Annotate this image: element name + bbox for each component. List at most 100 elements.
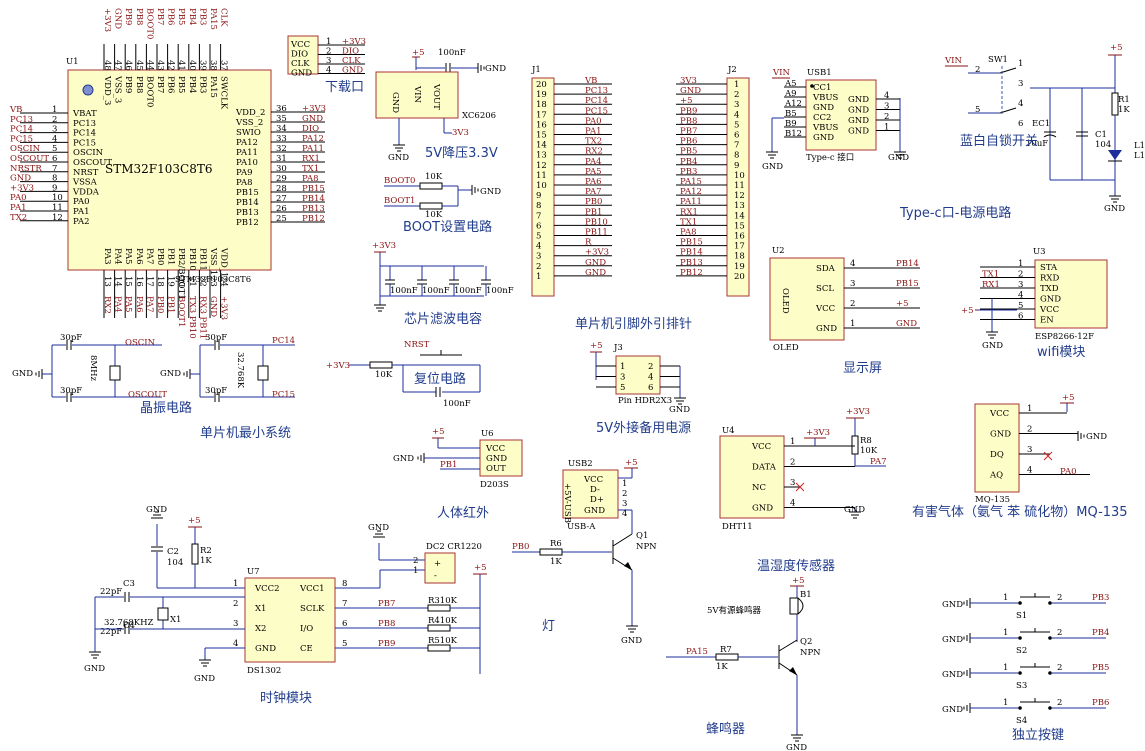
u1-bottom-pin-num: 14 — [113, 276, 123, 287]
u1-top-pin-net: PB4 — [187, 8, 197, 25]
ldo-out-net: 3V3 — [452, 128, 469, 138]
wifi-pin-name: RXD — [1040, 274, 1059, 284]
reset-net: NRST — [404, 340, 430, 350]
power-r1-value: 1K — [1118, 105, 1130, 115]
dht-net: PA7 — [870, 457, 887, 467]
j1-pin-num: 19 — [536, 90, 547, 100]
rtc-left-num: 2 — [233, 599, 238, 609]
j3-pin-left: 1 — [620, 362, 625, 372]
u1-top-pin-name: PB5 — [176, 76, 186, 93]
usb2-pin-vcc: VCC — [583, 475, 603, 485]
oled-pin-net: PB14 — [896, 259, 919, 269]
boot1-net: BOOT1 — [384, 196, 415, 206]
ldo-regulator: +5 GND 100nF VIN VOUT GND XC6206 GND 3V3… — [375, 48, 506, 163]
buzzer-r-ref: R7 — [720, 645, 732, 655]
pir-pin-out: OUT — [486, 464, 506, 474]
j1-pin-net: GND — [585, 268, 606, 278]
u1-right-pin-num: 32 — [276, 144, 287, 154]
u1-left-pin-num: 7 — [52, 164, 57, 174]
j1-pin-num: 1 — [536, 272, 541, 282]
rtc-r2-value: 1K — [200, 556, 212, 566]
j1-pin-net: PB10 — [585, 217, 608, 227]
rtc-right-num: 8 — [342, 579, 347, 589]
u1-right-pin-num: 26 — [276, 204, 287, 214]
j1-pin-net: PB1 — [585, 207, 602, 217]
u1-bottom-pin-num: 16 — [134, 276, 144, 287]
j1-pin-net: PC14 — [585, 96, 608, 106]
u1-bottom-pin-num: 22 — [197, 276, 207, 287]
u1-body — [67, 69, 272, 271]
rtc-right-num: 7 — [342, 599, 347, 609]
u1-left-pin-num: 5 — [52, 144, 57, 154]
crystal-x2-value: 32.768K — [235, 352, 245, 389]
filter-cap-value: 100nF — [422, 286, 450, 296]
u1-top-pin-num: 45 — [134, 60, 144, 71]
rtc-left-num: 4 — [233, 639, 238, 649]
u1-top-pin-name: PB6 — [166, 76, 176, 93]
u1-top-pin-num: 48 — [102, 60, 112, 71]
u1-right-pin-name: PA12 — [236, 138, 258, 148]
oled-pin-num: 2 — [850, 299, 855, 309]
rtc-gnd-dc: GND — [368, 523, 389, 533]
lamp-r-value: 1K — [550, 557, 562, 567]
download-pin-num: 3 — [326, 56, 331, 66]
pir-gnd: GND — [393, 454, 414, 464]
usb1-left-name: GND — [813, 133, 834, 143]
u1-bottom-pin-name: VSS_1 — [208, 247, 218, 275]
u1-bottom-pin-net: PA6 — [134, 296, 144, 313]
j2-pin-num: 6 — [734, 131, 739, 141]
u1-right-pin-net: PB13 — [302, 204, 325, 214]
u1-right-pin-num: 27 — [276, 194, 287, 204]
ldo-gnd: GND — [390, 92, 400, 113]
j1-pin-num: 8 — [536, 201, 541, 211]
u1-left-pin-net: PC15 — [10, 134, 33, 144]
reset-cap: 100nF — [443, 399, 471, 409]
rtc-left-name: X1 — [255, 604, 266, 614]
usb1-right-num: 3 — [884, 102, 889, 112]
pir-net: PB1 — [440, 460, 457, 470]
oled-pin-num: 3 — [850, 279, 855, 289]
boot-r1-value: 10K — [425, 172, 443, 182]
u1-bottom-pin-name: PA7 — [144, 248, 154, 265]
caption-clock: 时钟模块 — [260, 690, 312, 706]
rtc-right-name: SCLK — [300, 604, 325, 614]
j2-pin-num: 1 — [734, 80, 739, 90]
rtc-right-num: 5 — [342, 639, 347, 649]
key-pin1: 1 — [1003, 593, 1008, 603]
caption-mcu-system: 单片机最小系统 — [200, 426, 291, 441]
header-j2: J2 13V32GND3+54PB95PB86PB77PB68PB59PB410… — [676, 65, 750, 297]
j2-pin-num: 18 — [734, 252, 745, 262]
u1-bottom-pin-name: PB0 — [155, 248, 165, 265]
lamp-gnd: GND — [621, 636, 642, 646]
download-pin-name: GND — [291, 69, 312, 79]
j1-pin-num: 16 — [536, 120, 547, 130]
power-pin4: 4 — [1018, 99, 1023, 109]
u1-right-pin-name: PA11 — [236, 148, 258, 158]
j2-pin-num: 20 — [734, 272, 745, 282]
j1-pin-num: 18 — [536, 100, 547, 110]
u1-right-pin-name: PB12 — [236, 218, 259, 228]
j1-pin-num: 9 — [536, 191, 541, 201]
j2-pin-net: PB5 — [680, 147, 697, 157]
rtc-c4-value: 22pF — [100, 627, 122, 637]
j3-body — [615, 355, 661, 395]
j2-pin-num: 3 — [734, 100, 739, 110]
pir-pin-gnd: GND — [486, 454, 507, 464]
u1-right-pin-name: VSS_2 — [235, 118, 263, 128]
wifi-gnd: GND — [982, 341, 1003, 351]
j1-pin-num: 12 — [536, 161, 547, 171]
u1-left-pin-name: VBAT — [72, 109, 97, 119]
u1-top-pin-num: 41 — [176, 60, 186, 71]
usb1-left-name: VBUS — [812, 93, 839, 103]
download-pin-net: GND — [342, 66, 363, 76]
u1-right-pin-num: 29 — [276, 174, 287, 184]
u1-top-pin-num: 40 — [187, 60, 197, 71]
usb1-vin: VIN — [772, 68, 790, 78]
u1-right-pin-net: +3V3 — [302, 104, 326, 114]
u1-bottom-pin-net: PB1 — [166, 296, 176, 313]
download-pin-net: DIO — [342, 47, 359, 57]
buzzer-body — [789, 597, 799, 615]
